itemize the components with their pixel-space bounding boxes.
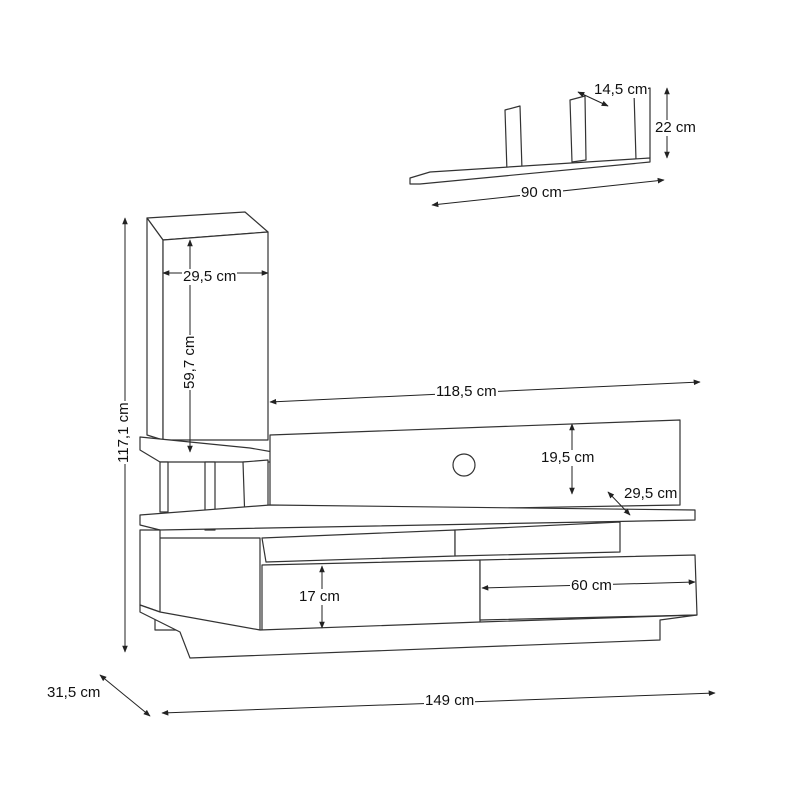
tower-height-label: 59,7 cm	[181, 334, 198, 390]
drawer-width-label: 60 cm	[570, 577, 613, 594]
back-panel-height-label: 19,5 cm	[540, 449, 596, 466]
wall-shelf-height-label: 22 cm	[654, 119, 697, 136]
shelf-depth-label: 29,5 cm	[623, 485, 679, 502]
overall-depth-label: 31,5 cm	[46, 684, 102, 701]
wall-shelf-width-label: 90 cm	[520, 184, 563, 201]
overall-height-label: 117,1 cm	[115, 401, 132, 464]
overall-width-label: 149 cm	[424, 692, 476, 709]
tower-width-label: 29,5 cm	[182, 268, 238, 285]
wall-shelf	[409, 87, 651, 185]
back-panel-width-label: 118,5 cm	[435, 383, 498, 400]
tower-unit	[139, 211, 274, 531]
drawer-height-label: 17 cm	[298, 588, 341, 605]
tv-unit	[139, 419, 698, 659]
wall-shelf-depth-label: 14,5 cm	[593, 81, 649, 98]
